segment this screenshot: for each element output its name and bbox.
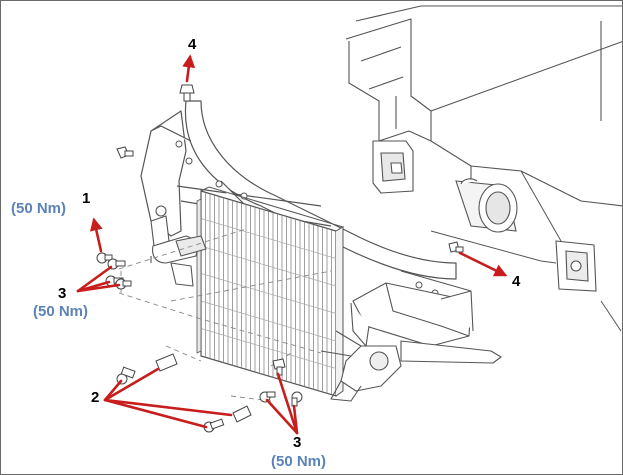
torque-label-1: (50 Nm) xyxy=(11,200,67,217)
bolt-3-left-c xyxy=(115,278,132,290)
leader-2-c xyxy=(103,398,233,417)
arrow-1 xyxy=(89,217,103,253)
callout-arrows xyxy=(76,54,508,435)
leader-2-d xyxy=(103,398,208,429)
callout-2: 2 xyxy=(91,389,100,406)
callout-4-right: 4 xyxy=(512,273,521,290)
chassis-rail-lines xyxy=(400,170,622,332)
bolt-4-right xyxy=(448,241,464,253)
left-small-bolt xyxy=(116,146,134,159)
torque-label-3-bottom: (50 Nm) xyxy=(271,453,327,470)
right-mounting-plate xyxy=(555,240,597,292)
callout-4-top: 4 xyxy=(188,36,197,53)
leader-3-left-c xyxy=(76,283,121,293)
exhaust-flange-square xyxy=(372,140,414,194)
callout-3-left: 3 xyxy=(58,285,67,302)
round-pipe-end xyxy=(455,178,518,233)
top-bolt-4 xyxy=(179,84,195,102)
leader-2-a xyxy=(103,379,123,402)
spacer-2-a xyxy=(155,353,178,372)
right-air-duct xyxy=(350,282,474,347)
bolt-3-left-a xyxy=(107,258,126,270)
fasteners xyxy=(96,84,464,433)
callout-3-bottom: 3 xyxy=(293,434,302,451)
bolt-2-a xyxy=(116,366,136,385)
torque-label-3-left: (50 Nm) xyxy=(33,303,89,320)
leader-3-bottom-b xyxy=(265,398,299,435)
bolt-2-b xyxy=(203,418,225,433)
lower-hose-assembly xyxy=(320,330,502,402)
spacer-2-b xyxy=(232,405,252,423)
bolt-1 xyxy=(96,252,113,264)
leader-3-bottom-a xyxy=(276,372,299,435)
leader-3-left-a xyxy=(76,265,113,293)
bolt-3-bottom-a xyxy=(272,358,286,376)
bolt-3-bottom-c xyxy=(291,391,303,407)
arrow-4-right xyxy=(458,251,508,277)
callout-1: 1 xyxy=(82,190,91,207)
leader-3-bottom-c xyxy=(292,404,299,435)
leader-2-b xyxy=(103,367,160,402)
arrow-4-top xyxy=(182,54,196,83)
